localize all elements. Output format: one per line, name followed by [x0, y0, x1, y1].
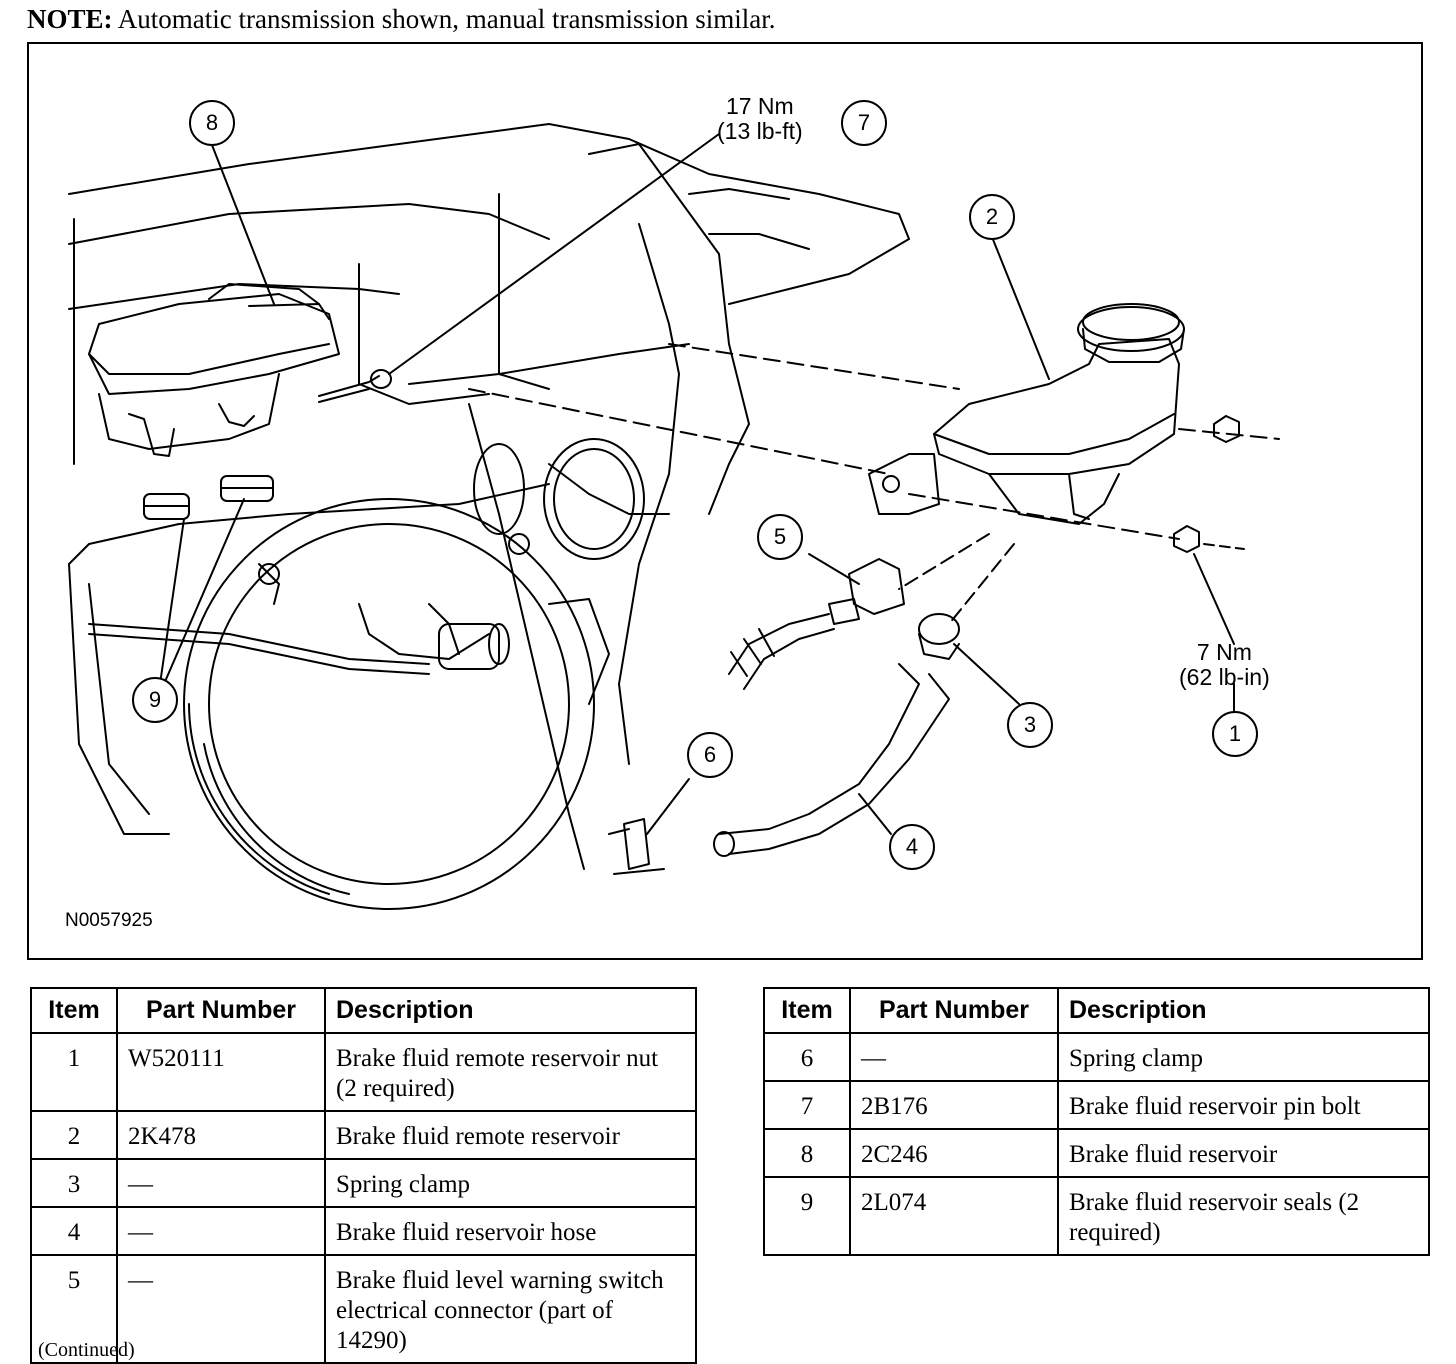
note-label: NOTE:: [27, 4, 113, 34]
torque-value-nm: 7 Nm: [1196, 639, 1252, 665]
cell-part-number: —: [116, 1206, 326, 1256]
continued-note: (Continued): [38, 1339, 135, 1361]
note-line: NOTE: Automatic transmission shown, manu…: [27, 4, 775, 35]
cell-description: Brake fluid reservoir pin bolt: [1057, 1080, 1430, 1130]
table-row: 1 W520111 Brake fluid remote reservoir n…: [30, 1032, 697, 1112]
torque-label-pin-bolt: 17 Nm (13 lb-ft): [717, 94, 803, 144]
exploded-view-figure: 17 Nm (13 lb-ft) 7 Nm (62 lb-in) 8 7 2 5…: [27, 42, 1423, 960]
table-row: 2 2K478 Brake fluid remote reservoir: [30, 1110, 697, 1160]
parts-table-right: Item Part Number Description 6 — Spring …: [763, 987, 1430, 1256]
torque-value-nm: 17 Nm: [725, 93, 794, 119]
cell-part-number: 2B176: [849, 1080, 1059, 1130]
cell-description: Brake fluid level warning switch electri…: [324, 1254, 697, 1364]
cell-part-number: —: [116, 1254, 326, 1364]
header-description: Description: [1057, 987, 1430, 1034]
torque-value-lbft: (13 lb-ft): [717, 118, 803, 144]
cell-item: 1: [30, 1032, 118, 1112]
cell-item: 3: [30, 1158, 118, 1208]
cell-description: Brake fluid reservoir seals (2 required): [1057, 1176, 1430, 1256]
cell-part-number: 2L074: [849, 1176, 1059, 1256]
table-row: 7 2B176 Brake fluid reservoir pin bolt: [763, 1080, 1430, 1130]
cell-item: 5: [30, 1254, 118, 1364]
cell-description: Spring clamp: [324, 1158, 697, 1208]
header-part-number: Part Number: [116, 987, 326, 1034]
cell-description: Brake fluid reservoir hose: [324, 1206, 697, 1256]
note-text: Automatic transmission shown, manual tra…: [117, 4, 776, 34]
callout-7: 7: [841, 100, 887, 146]
cell-item: 8: [763, 1128, 851, 1178]
cell-description: Brake fluid reservoir: [1057, 1128, 1430, 1178]
callout-6: 6: [687, 732, 733, 778]
header-description: Description: [324, 987, 697, 1034]
header-item: Item: [763, 987, 851, 1034]
brake-reservoir-illustration: [68, 123, 1280, 910]
cell-item: 2: [30, 1110, 118, 1160]
cell-item: 9: [763, 1176, 851, 1256]
callout-4: 4: [889, 824, 935, 870]
cell-part-number: W520111: [116, 1032, 326, 1112]
callout-8: 8: [189, 100, 235, 146]
torque-label-nut: 7 Nm (62 lb-in): [1179, 640, 1270, 690]
table-row: 3 — Spring clamp: [30, 1158, 697, 1208]
cell-item: 6: [763, 1032, 851, 1082]
cell-description: Brake fluid remote reservoir nut (2 requ…: [324, 1032, 697, 1112]
cell-item: 7: [763, 1080, 851, 1130]
callout-2: 2: [969, 194, 1015, 240]
header-part-number: Part Number: [849, 987, 1059, 1034]
table-row: 8 2C246 Brake fluid reservoir: [763, 1128, 1430, 1178]
cell-part-number: 2K478: [116, 1110, 326, 1160]
figure-id: N0057925: [65, 910, 153, 931]
table-row: 5 — Brake fluid level warning switch ele…: [30, 1254, 697, 1364]
callout-1: 1: [1212, 711, 1258, 757]
table-row: 9 2L074 Brake fluid reservoir seals (2 r…: [763, 1176, 1430, 1256]
cell-description: Brake fluid remote reservoir: [324, 1110, 697, 1160]
table-header-row: Item Part Number Description: [30, 987, 697, 1034]
table-row: 6 — Spring clamp: [763, 1032, 1430, 1082]
callout-3: 3: [1007, 702, 1053, 748]
cell-description: Spring clamp: [1057, 1032, 1430, 1082]
cell-part-number: —: [849, 1032, 1059, 1082]
cell-part-number: 2C246: [849, 1128, 1059, 1178]
cell-part-number: —: [116, 1158, 326, 1208]
torque-value-lbin: (62 lb-in): [1179, 664, 1270, 690]
parts-table-left: Item Part Number Description 1 W520111 B…: [30, 987, 697, 1364]
callout-9: 9: [132, 677, 178, 723]
table-header-row: Item Part Number Description: [763, 987, 1430, 1034]
table-row: 4 — Brake fluid reservoir hose: [30, 1206, 697, 1256]
callout-5: 5: [757, 514, 803, 560]
cell-item: 4: [30, 1206, 118, 1256]
header-item: Item: [30, 987, 118, 1034]
